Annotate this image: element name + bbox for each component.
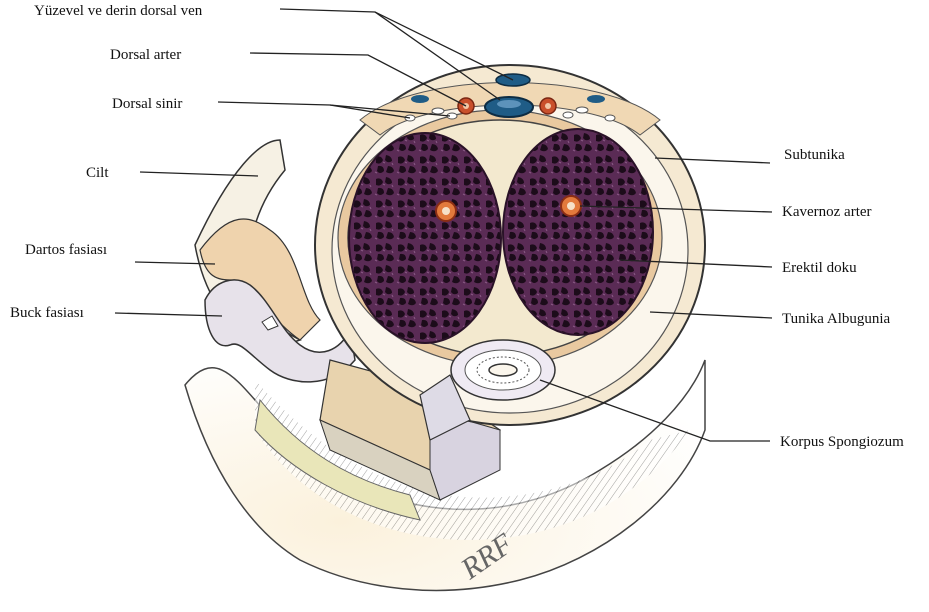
left-corpus-cavernosum bbox=[349, 133, 501, 343]
label-dartos-fascia: Dartos fasiası bbox=[25, 241, 107, 259]
label-corpus-spongiosum: Korpus Spongiozum bbox=[780, 433, 904, 451]
urethra bbox=[489, 364, 517, 376]
label-dorsal-artery: Dorsal arter bbox=[110, 46, 181, 64]
label-dorsal-nerve: Dorsal sinir bbox=[112, 95, 182, 113]
right-superficial-vein-small bbox=[587, 95, 605, 103]
label-superficial-deep-dorsal-vein: Yüzevel ve derin dorsal ven bbox=[34, 2, 202, 20]
left-superficial-vein-small bbox=[411, 95, 429, 103]
label-tunica-albuginea: Tunika Albugunia bbox=[782, 310, 890, 328]
label-skin: Cilt bbox=[86, 164, 109, 182]
label-cavernous-artery: Kavernoz arter bbox=[782, 203, 872, 221]
label-erectile-tissue: Erektil doku bbox=[782, 259, 857, 277]
label-buck-fascia: Buck fasiası bbox=[10, 304, 84, 322]
right-corpus-cavernosum bbox=[503, 129, 653, 335]
label-subtunica: Subtunika bbox=[784, 146, 845, 164]
